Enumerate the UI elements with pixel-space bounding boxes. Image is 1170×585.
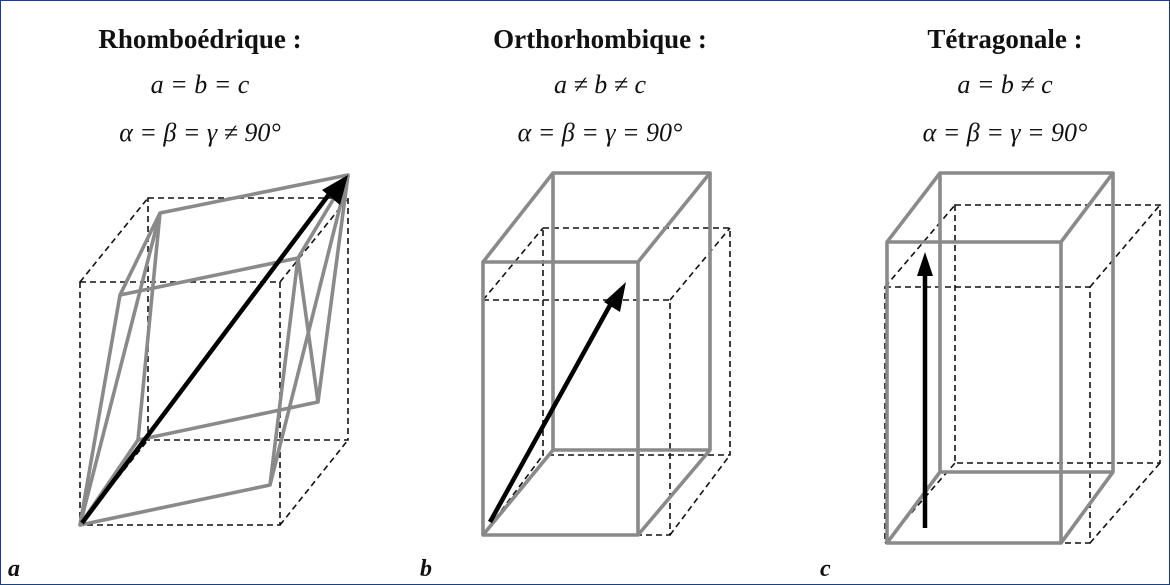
panel-letter: b (420, 556, 432, 582)
rhombohedral-cell-solid (78, 173, 350, 527)
rhombohedral-diagonal-arrow (80, 175, 348, 525)
length-relation: a = b = c (150, 70, 250, 99)
orthorhombic-diagonal-arrow (488, 282, 626, 524)
panel-orthorhombic: Orthorhombique : a ≠ b ≠ c α = β = γ = 9… (390, 0, 780, 585)
angle-relation: α = β = γ = 90° (517, 118, 683, 147)
tetragonal-box-dashed (884, 204, 1161, 544)
orthorhombic-cell-solid (481, 171, 712, 537)
rhombohedral-cube-dashed (79, 197, 349, 526)
panel-letter: a (8, 556, 20, 582)
panel-title: Rhomboédrique : (98, 24, 302, 54)
panel-tetragonal: Tétragonale : a = b ≠ c α = β = γ = 90° … (780, 0, 1170, 585)
tetragonal-cell-solid (885, 171, 1115, 545)
panel-title: Orthorhombique : (493, 24, 707, 54)
panel-title: Tétragonale : (927, 24, 1083, 54)
length-relation: a = b ≠ c (957, 70, 1053, 99)
angle-relation: α = β = γ ≠ 90° (119, 118, 281, 147)
panel-rhombohedral: Rhomboédrique : a = b = c α = β = γ ≠ 90… (0, 0, 390, 585)
tetragonal-vertical-arrow (917, 252, 933, 528)
length-relation: a ≠ b ≠ c (553, 70, 647, 99)
angle-relation: α = β = γ = 90° (922, 118, 1088, 147)
panel-letter: c (820, 556, 831, 582)
